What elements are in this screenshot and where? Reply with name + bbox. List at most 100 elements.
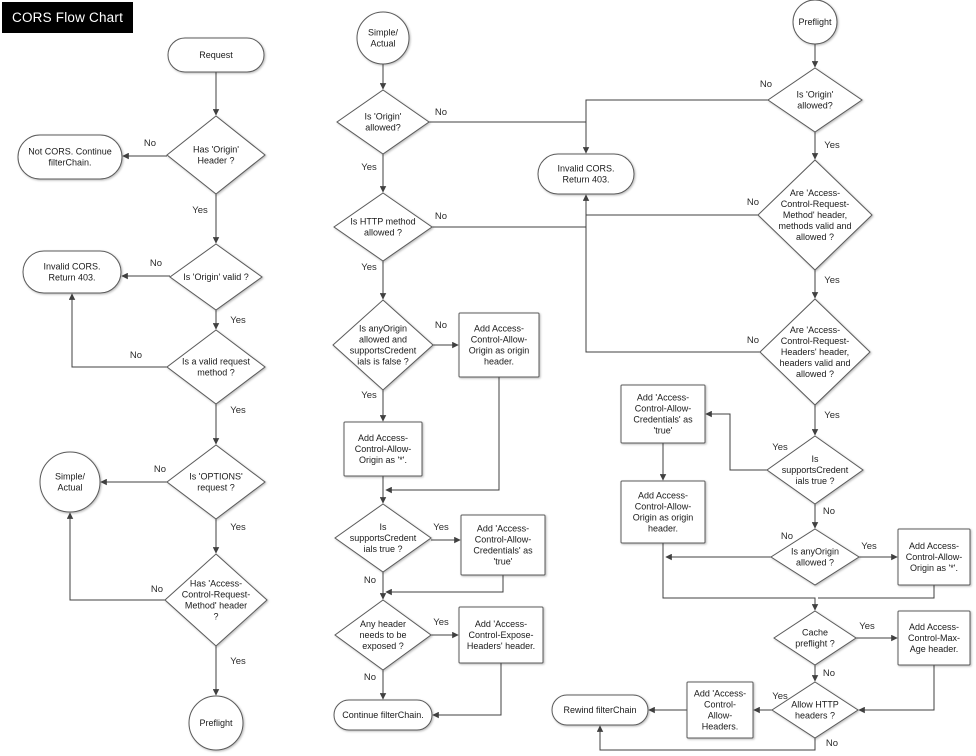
edge-allow-headers-no-label: No [826, 738, 838, 749]
cache-preflight-decision-shape [773, 610, 857, 666]
is-anyorigin-allowed-decision-shape [770, 528, 860, 586]
edge-any-header-yes: Yes [431, 616, 459, 639]
edge-origin-valid-no-label: No [150, 258, 162, 269]
add-acao-origin-header-process-mid-label: Add Access-Control-Allow-Origin as origi… [469, 324, 530, 367]
add-allow-headers-process-label: Add 'Access-Control-Allow-Headers. [694, 689, 746, 732]
edge-any-header-yes-label: Yes [433, 617, 449, 628]
request-terminator: Request [167, 37, 265, 73]
add-acac-true-process-mid-shape [460, 514, 546, 576]
edge-supportscreds-mid-yes: Yes [431, 521, 461, 544]
is-supportscreds-true-decision-mid-shape [334, 503, 432, 573]
is-origin-allowed-decision-right: Is 'Origin'allowed? [767, 67, 863, 133]
continue-filterchain-terminator-label: Continue filterChain. [342, 710, 424, 720]
edge-anyorigin-false-no-label: No [435, 320, 447, 331]
acrh-valid-decision-shape [759, 298, 871, 406]
request-terminator-label: Request [199, 50, 233, 60]
edge-origin-allowed-right-yes: Yes [811, 132, 841, 160]
edge-supportscreds-right-no: No [811, 504, 837, 529]
preflight-circle-left: Preflight [188, 695, 244, 751]
edge-has-origin-yes-label: Yes [192, 205, 208, 216]
has-acrm-header-decision-label: Has 'Access-Control-Request-Method' head… [182, 579, 251, 622]
edge-allow-headers-yes: Yes [753, 690, 789, 714]
is-supportscreds-true-decision-right-shape [766, 435, 864, 505]
add-expose-headers-process-label: Add 'Access-Control-Expose-Headers' head… [467, 619, 535, 651]
allow-http-headers-decision-shape [771, 681, 859, 739]
edge-supportscreds-mid-no-label: No [364, 575, 376, 586]
edge-any-header-no: No [362, 670, 387, 700]
edge-max-age-out [858, 665, 935, 714]
edge-origin-allowed-right-no: No [582, 78, 774, 154]
add-acao-star-process-right-label: Add Access-Control-Allow-Origin as '*'. [906, 541, 963, 573]
invalid-cors-terminator-mid: Invalid CORS.Return 403. [537, 153, 635, 195]
simple-actual-circle-left-shape [39, 451, 101, 513]
simple-actual-circle-mid: Simple/Actual [356, 11, 410, 65]
invalid-cors-terminator-left-label: Invalid CORS.Return 403. [43, 262, 100, 283]
any-header-exposed-decision-shape [334, 599, 432, 671]
edge-acrm-valid-no-label: No [747, 197, 759, 208]
anyorigin-supportscreds-decision-shape [332, 299, 434, 391]
edge-anyorigin-right-yes-label: Yes [861, 541, 877, 552]
add-acao-star-process-mid: Add Access-Control-Allow-Origin as '*'. [343, 421, 423, 477]
add-acac-true-process-mid: Add 'Access-Control-Allow-Credentials' a… [460, 514, 546, 576]
edge-options-yes: Yes [212, 519, 247, 554]
acrh-valid-decision-label: Are 'Access-Control-Request-Headers' hea… [779, 325, 850, 379]
edge-allow-headers-yes-label: Yes [772, 691, 788, 702]
has-origin-header-decision-label: Has 'Origin'Header ? [193, 145, 239, 166]
edge-http-method-yes: Yes [360, 261, 387, 300]
edge-origin-allowed-mid-yes: Yes [360, 154, 387, 193]
edge-anyorigin-right-yes: Yes [859, 540, 898, 561]
edge-acrm-header-no: No [66, 512, 165, 601]
valid-request-method-decision-shape [166, 329, 266, 405]
invalid-cors-terminator-left: Invalid CORS.Return 403. [22, 250, 122, 294]
preflight-circle-right: Preflight [792, 0, 838, 45]
chart-title: CORS Flow Chart [2, 2, 134, 33]
add-acac-true-process-mid-label: Add 'Access-Control-Allow-Credentials' a… [473, 524, 533, 567]
add-acao-origin-header-process-right-label: Add Access-Control-Allow-Origin as origi… [633, 491, 694, 534]
acrm-valid-decision: Are 'Access-Control-Request-Method' head… [757, 159, 873, 271]
add-expose-headers-process-shape [458, 606, 544, 664]
add-acac-true-process-right-label: Add 'Access-Control-Allow-Credentials' a… [633, 393, 693, 436]
edge-options-no: No [100, 463, 168, 486]
preflight-circle-left-shape [188, 695, 244, 751]
edge-http-method-no-label: No [435, 211, 447, 222]
edge-origin-allowed-right-no-label: No [760, 79, 772, 90]
is-origin-allowed-decision-right-label: Is 'Origin'allowed? [797, 90, 834, 111]
edge-valid-method-no: No [68, 293, 167, 368]
edge-acrm-header-yes-label: Yes [230, 656, 246, 667]
edge-cache-preflight-yes-label: Yes [859, 621, 875, 632]
add-acao-star-process-mid-label: Add Access-Control-Allow-Origin as '*'. [355, 433, 412, 465]
edge-acac-true-mid-out [385, 575, 504, 596]
is-origin-valid-decision-shape [169, 243, 263, 311]
add-acao-origin-header-process-mid-shape [458, 312, 540, 378]
edge-http-method-no: No [432, 194, 590, 228]
edge-cache-preflight-no: No [811, 665, 837, 682]
is-options-request-decision: Is 'OPTIONS'request ? [166, 444, 266, 520]
edge-anyorigin-right-no-label: No [781, 531, 793, 542]
acrh-valid-decision: Are 'Access-Control-Request-Headers' hea… [759, 298, 871, 406]
is-origin-allowed-decision-mid-shape [336, 89, 430, 155]
edge-origin-valid-yes: Yes [212, 310, 247, 330]
add-max-age-process-shape [897, 610, 971, 666]
edge-origin-allowed-mid-yes-label: Yes [361, 162, 377, 173]
add-max-age-process-label: Add Access-Control-Max-Age header. [908, 622, 960, 654]
continue-filterchain-terminator: Continue filterChain. [333, 699, 433, 731]
edge-anyorigin-right-no: No [665, 530, 795, 561]
invalid-cors-terminator-mid-label: Invalid CORS.Return 403. [557, 164, 614, 185]
simple-actual-circle-left-label: Simple/Actual [55, 472, 86, 493]
is-options-request-decision-shape [166, 444, 266, 520]
edge-acrm-valid-yes-label: Yes [824, 275, 840, 286]
edge-acrm-header-no-label: No [151, 584, 163, 595]
add-allow-headers-process-shape [686, 681, 754, 739]
